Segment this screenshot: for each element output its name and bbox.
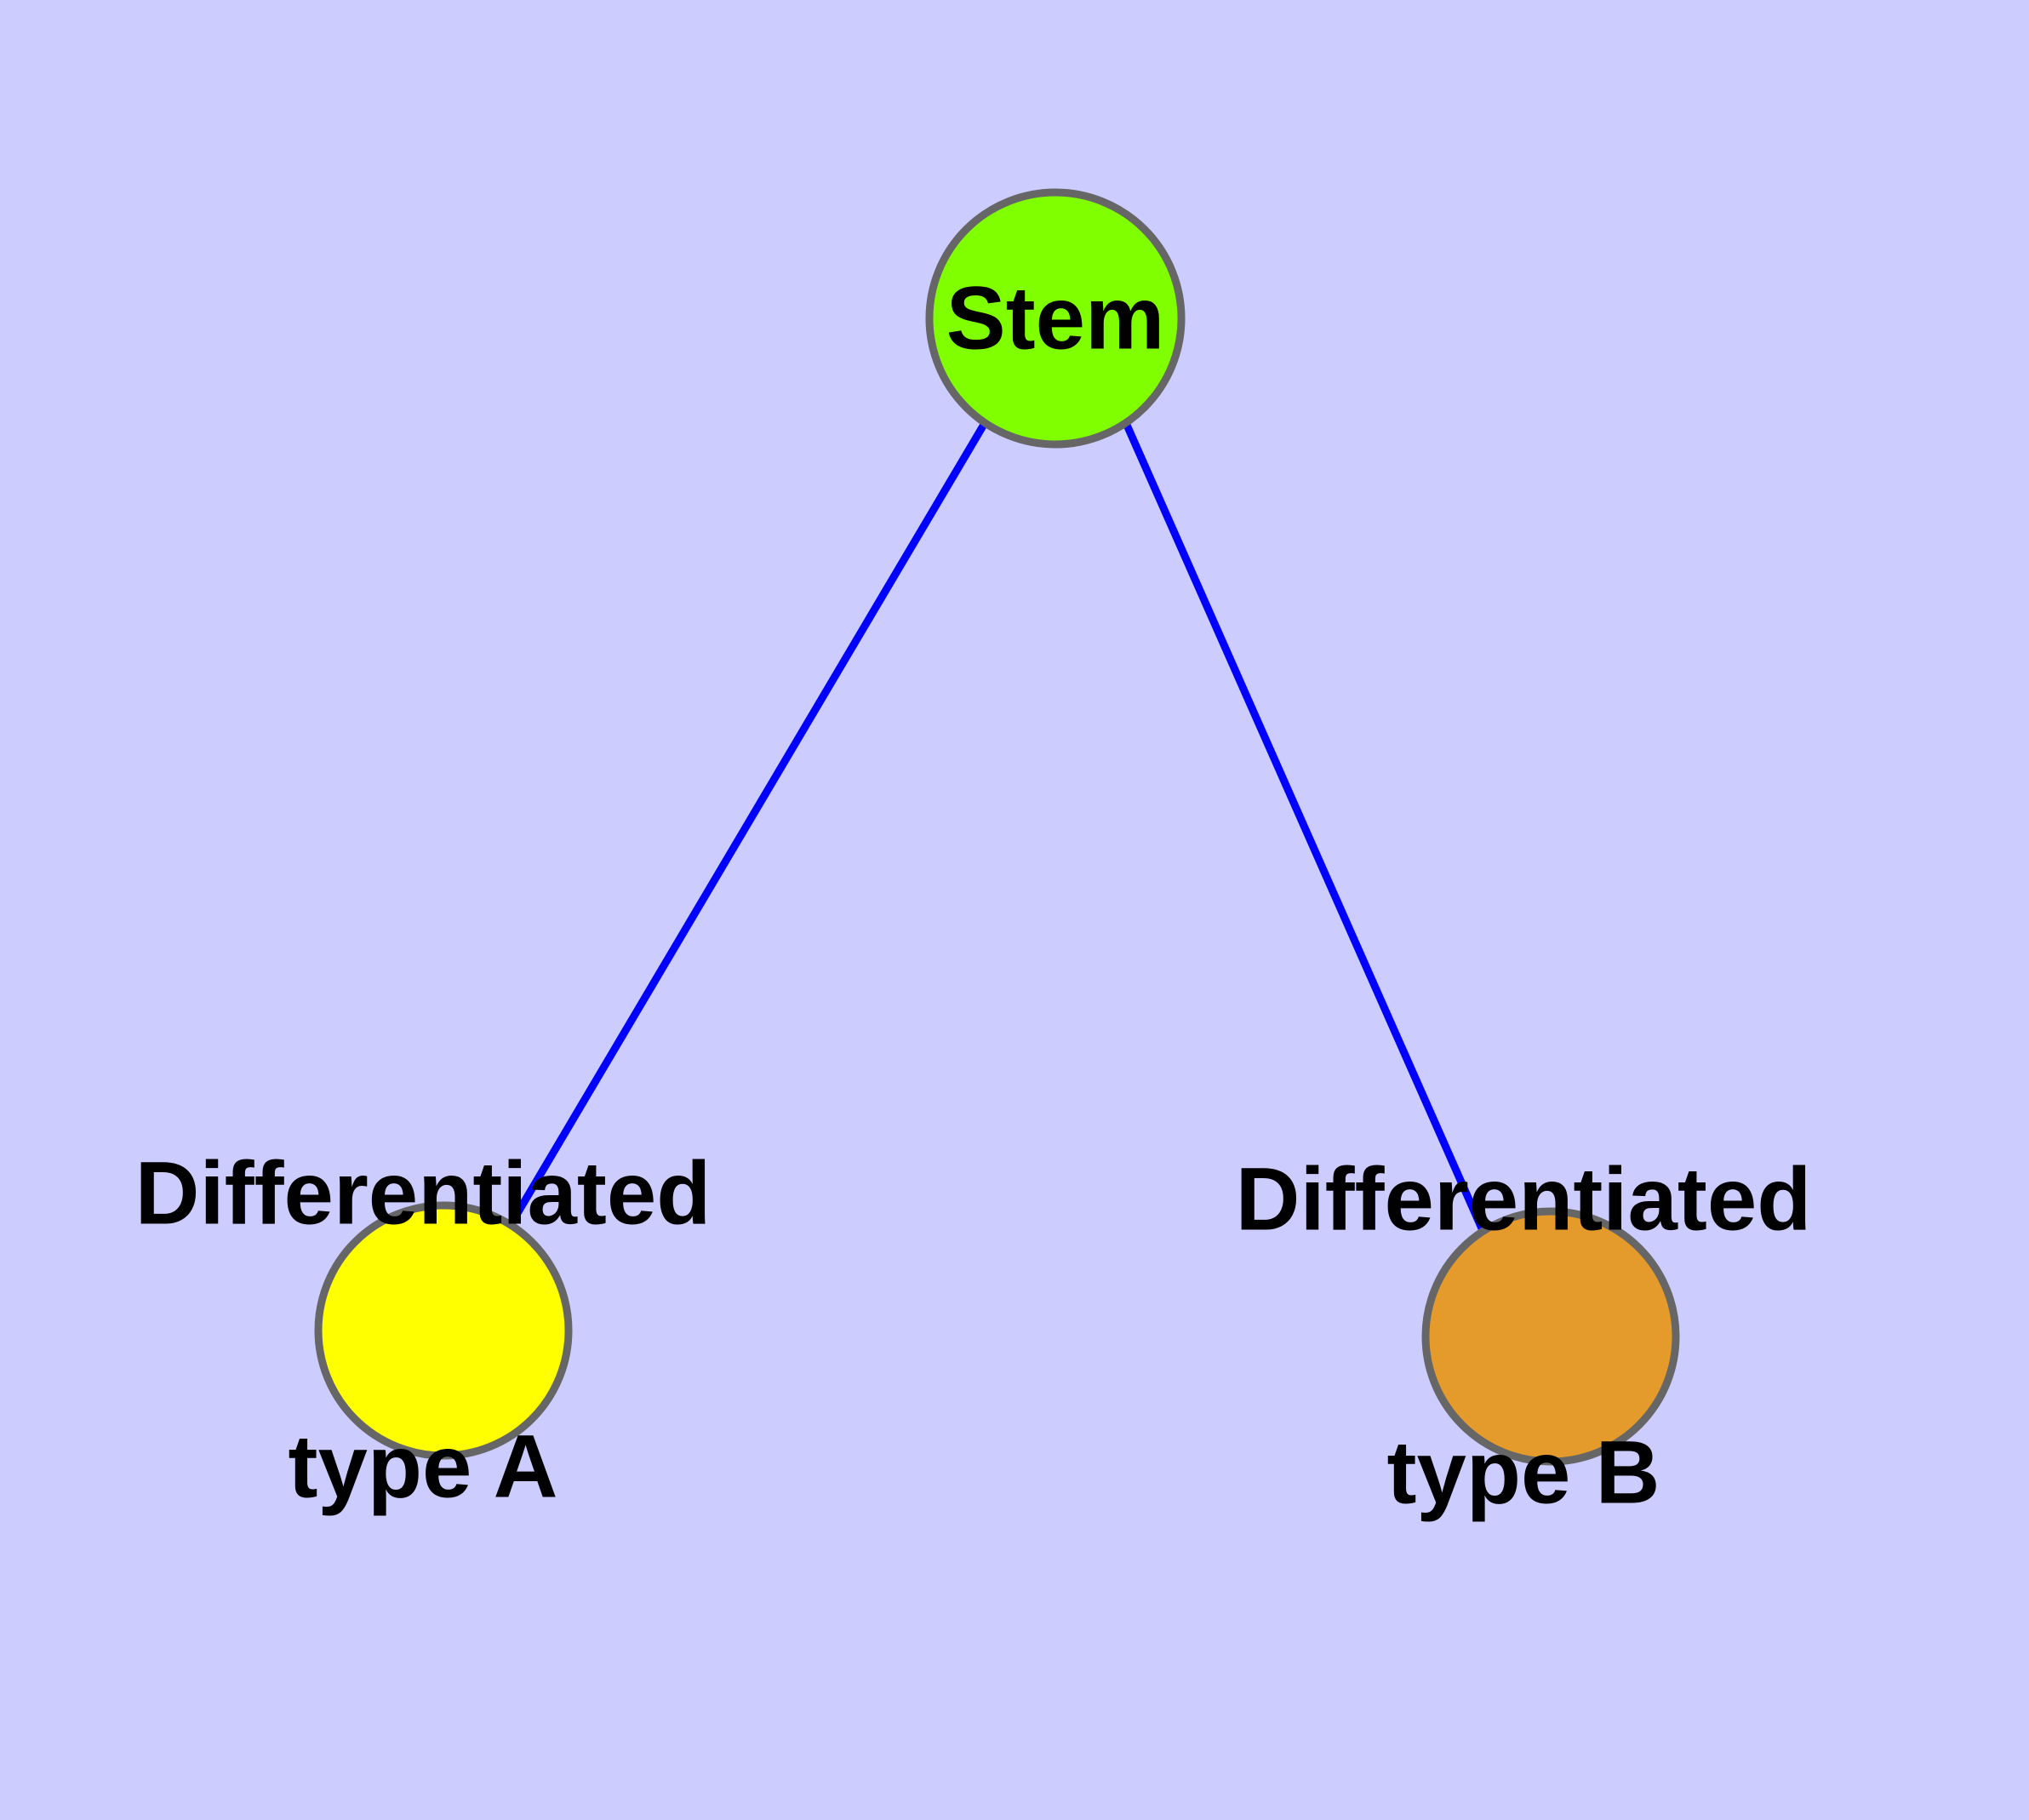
node-differentiated-type-b[interactable] bbox=[1421, 1207, 1680, 1466]
edge-stem-to-differentiated-type-b[interactable] bbox=[1122, 421, 1486, 1230]
node-stem[interactable] bbox=[925, 188, 1186, 449]
edge-layer bbox=[511, 421, 1486, 1230]
node-differentiated-type-a[interactable] bbox=[314, 1201, 573, 1460]
edge-stem-to-differentiated-type-a[interactable] bbox=[511, 421, 988, 1222]
node-layer bbox=[314, 188, 1680, 1466]
